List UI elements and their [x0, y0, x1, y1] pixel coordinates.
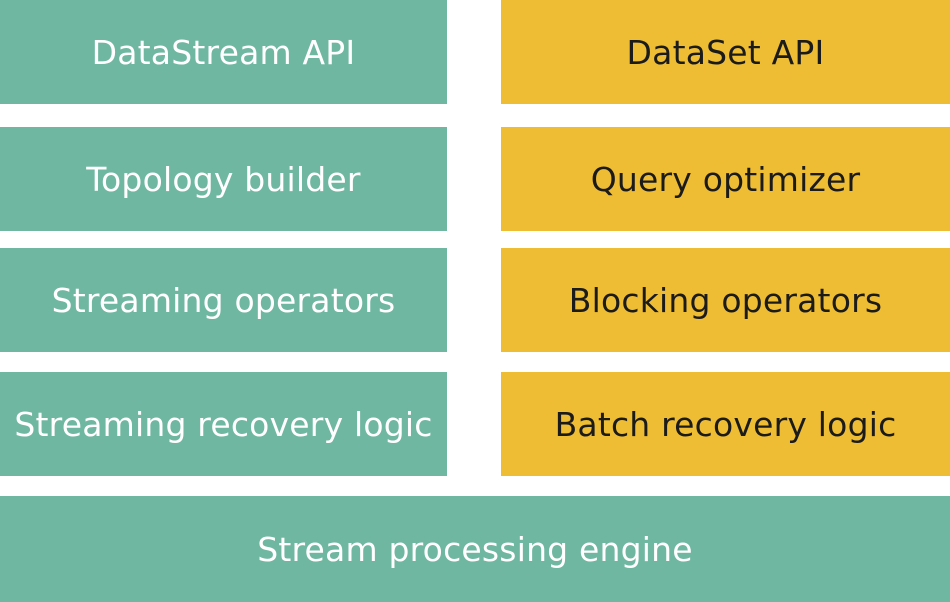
- topology-builder-block: Topology builder: [0, 127, 447, 231]
- stream-processing-engine-block: Stream processing engine: [0, 496, 950, 602]
- datastream-api-block: DataStream API: [0, 0, 447, 104]
- streaming-recovery-logic-block: Streaming recovery logic: [0, 372, 447, 476]
- blocking-operators-block: Blocking operators: [501, 248, 950, 352]
- query-optimizer-block: Query optimizer: [501, 127, 950, 231]
- batch-recovery-logic-block: Batch recovery logic: [501, 372, 950, 476]
- streaming-operators-block: Streaming operators: [0, 248, 447, 352]
- dataset-api-block: DataSet API: [501, 0, 950, 104]
